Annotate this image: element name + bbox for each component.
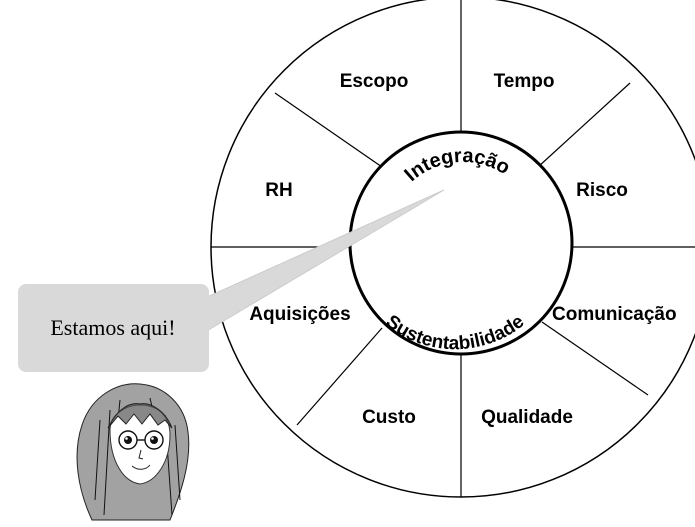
avatar-eye-left	[124, 436, 132, 444]
segment-label-risco: Risco	[576, 180, 628, 201]
segment-label-escopo: Escopo	[340, 71, 409, 92]
callout-text: Estamos aqui!	[50, 315, 175, 340]
segment-label-custo: Custo	[362, 407, 416, 428]
avatar-eye-left-shine	[125, 437, 128, 440]
avatar-nose	[138, 449, 144, 460]
avatar-eye-right-shine	[151, 437, 154, 440]
avatar-girl-with-glasses-icon	[76, 383, 190, 521]
segment-label-comunicacao: Comunicação	[552, 304, 677, 325]
avatar-eye-right	[150, 436, 158, 444]
wheel	[210, 0, 695, 498]
spoke-bottom-left	[296, 327, 383, 426]
spoke-top-left	[274, 92, 383, 168]
segment-label-qualidade: Qualidade	[481, 407, 573, 428]
segment-label-tempo: Tempo	[494, 71, 555, 92]
avatar-bangs	[107, 403, 173, 429]
segment-label-aquisicoes: Aquisições	[249, 304, 350, 325]
segment-label-rh: RH	[265, 180, 292, 201]
spoke-top-right	[537, 82, 631, 168]
callout-box	[18, 284, 209, 372]
spoke-bottom-right	[541, 321, 649, 396]
callout-bubble: Estamos aqui!	[18, 284, 209, 372]
avatar-mouth	[131, 464, 151, 470]
avatar-hair-strands	[94, 397, 181, 516]
